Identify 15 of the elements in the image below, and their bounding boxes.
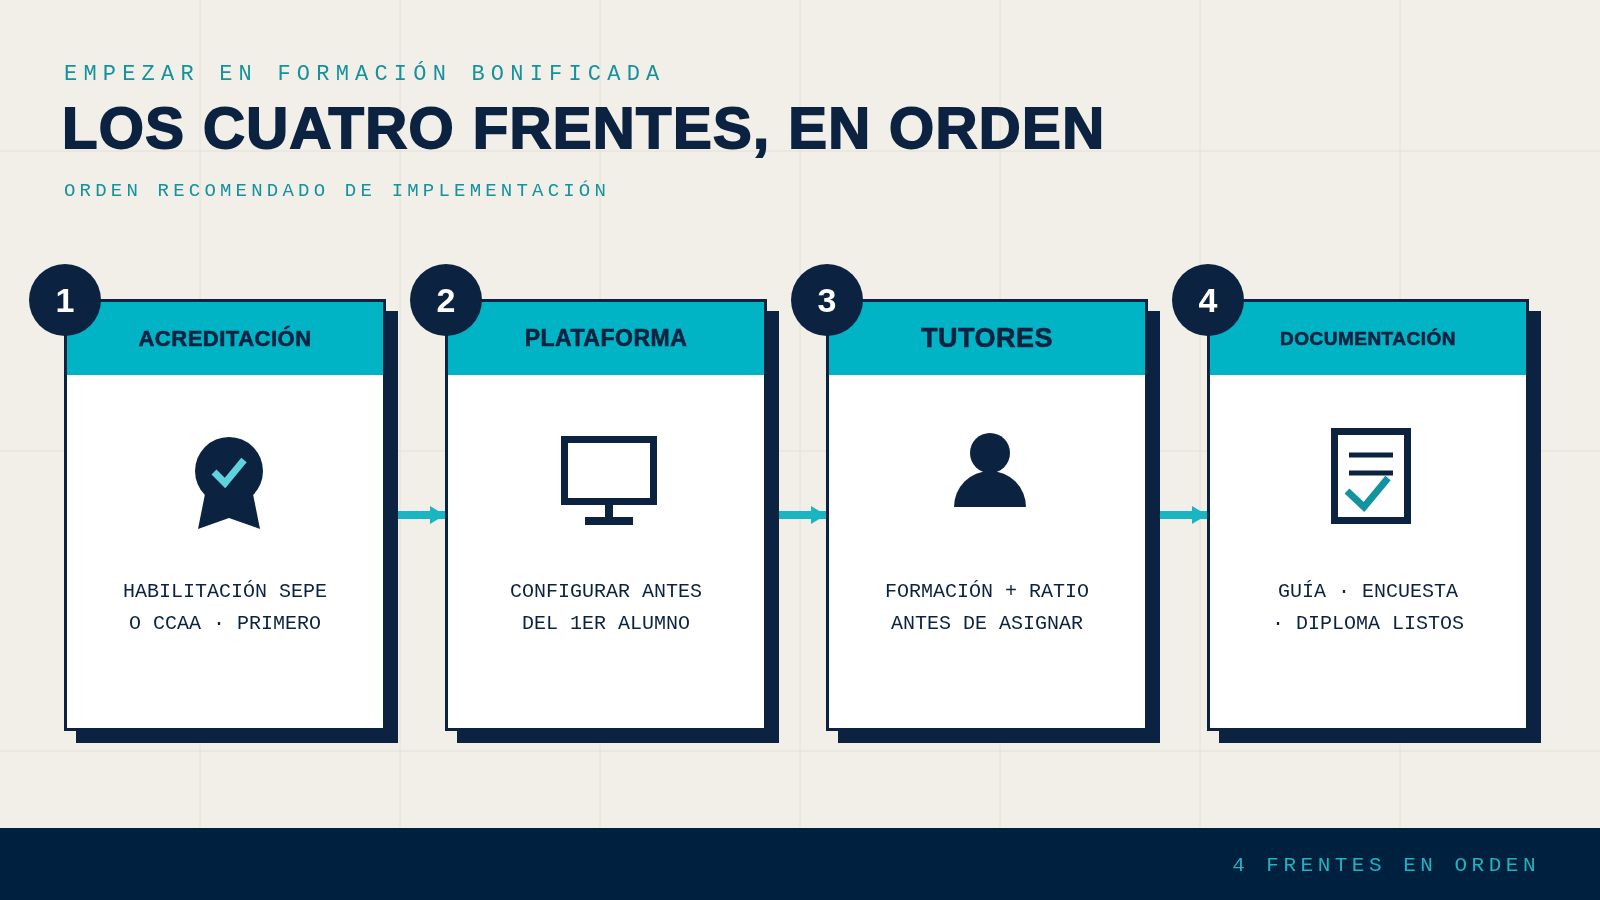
page-title: LOS CUATRO FRENTES, EN ORDEN — [62, 99, 1106, 157]
card-title: ACREDITACIÓN — [138, 325, 312, 352]
step-number: 4 — [1198, 283, 1218, 317]
step-number: 1 — [55, 283, 75, 317]
card-title: PLATAFORMA — [524, 325, 688, 352]
step-number: 2 — [436, 283, 456, 317]
footer-label: 4 FRENTES EN ORDEN — [1232, 855, 1540, 877]
card-title: DOCUMENTACIÓN — [1279, 327, 1457, 350]
card-description: CONFIGURAR ANTES DEL 1ER ALUMNO — [508, 579, 703, 637]
subtitle: ORDEN RECOMENDADO DE IMPLEMENTACIÓN — [64, 180, 611, 202]
card-title: TUTORES — [921, 323, 1053, 354]
card-description: FORMACIÓN + RATIO ANTES DE ASIGNAR — [883, 579, 1090, 637]
card-description: HABILITACIÓN SEPE O CCAA · PRIMERO — [121, 579, 328, 637]
step-number: 3 — [817, 283, 837, 317]
card-description: GUÍA · ENCUESTA · DIPLOMA LISTOS — [1270, 579, 1465, 637]
